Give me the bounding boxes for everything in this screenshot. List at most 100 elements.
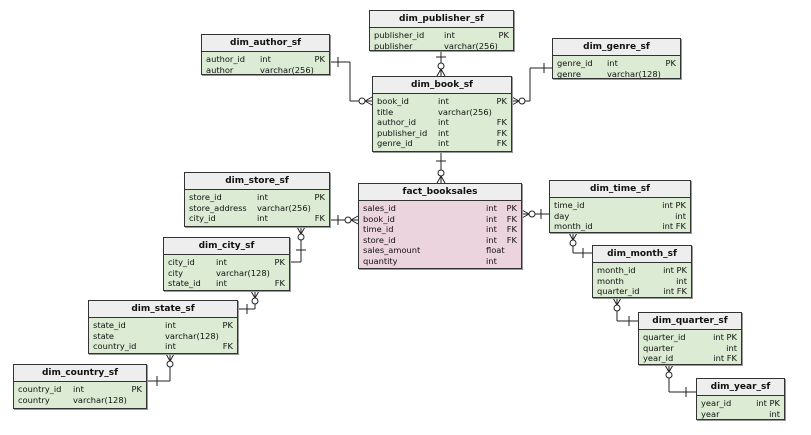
optional-marker xyxy=(251,297,259,305)
column-key: PK xyxy=(498,30,509,40)
many-marker xyxy=(664,364,670,373)
column-name: country xyxy=(18,394,50,405)
many-marker xyxy=(511,100,520,106)
column-type: int xyxy=(216,278,227,288)
column-row: day int xyxy=(554,211,686,222)
table-title: dim_author_sf xyxy=(202,35,329,52)
column-type: int xyxy=(260,54,271,64)
optional-marker xyxy=(569,239,577,247)
column-type: int xyxy=(438,96,449,106)
many-marker xyxy=(165,353,171,362)
table-title: dim_quarter_sf xyxy=(639,313,741,330)
column-type: varchar(256) xyxy=(260,64,314,75)
table-title: dim_city_sf xyxy=(164,238,289,255)
column-name: state xyxy=(93,330,115,341)
column-name: time_id xyxy=(363,224,394,234)
column-type: int xyxy=(438,138,449,148)
table-title: dim_state_sf xyxy=(89,301,237,318)
column-name: sales_amount xyxy=(363,245,421,255)
column-name: city_id xyxy=(168,257,195,267)
column-type: int xyxy=(486,203,497,213)
column-key: FK xyxy=(496,138,507,148)
column-name: author xyxy=(206,64,234,75)
many-marker xyxy=(440,68,446,77)
column-key: PK xyxy=(222,320,233,330)
many-marker xyxy=(436,175,442,184)
column-name: time_id xyxy=(554,200,585,210)
column-name: author_id xyxy=(377,117,417,127)
column-name: store_id xyxy=(189,192,222,202)
column-key: int PK xyxy=(756,398,780,408)
many-marker xyxy=(350,215,359,221)
many-marker xyxy=(612,297,618,306)
column-key: int PK xyxy=(662,200,686,210)
column-name: sales_id xyxy=(363,203,396,213)
many-marker xyxy=(296,226,302,235)
column-row: state varchar(128) xyxy=(93,331,233,342)
column-name: store_id xyxy=(363,234,396,245)
optional-marker xyxy=(665,371,673,379)
column-type: int xyxy=(257,213,268,223)
column-key: FK xyxy=(496,127,507,138)
column-name: day xyxy=(554,210,570,221)
column-key: FK xyxy=(222,341,233,351)
many-marker xyxy=(521,213,530,219)
column-type: varchar(256) xyxy=(438,106,492,117)
column-name: publisher_id xyxy=(374,30,425,40)
table-title: dim_year_sf xyxy=(697,379,784,396)
many-marker xyxy=(169,353,175,362)
column-key: FK xyxy=(496,117,507,127)
column-name: city_id xyxy=(189,213,216,223)
optional-marker xyxy=(518,97,526,105)
column-name: month xyxy=(597,275,624,286)
column-type: int xyxy=(216,257,227,267)
column-type: int xyxy=(444,30,455,40)
column-name: quarter xyxy=(643,342,674,353)
table-title: dim_publisher_sf xyxy=(370,11,513,28)
column-type: int xyxy=(486,213,497,224)
column-type: int xyxy=(257,192,268,202)
column-name: book_id xyxy=(377,96,409,106)
column-name: country_id xyxy=(18,384,62,394)
column-key: FK xyxy=(274,278,285,288)
column-type: varchar(128) xyxy=(165,330,219,341)
column-name: genre xyxy=(557,68,581,79)
column-name: year_id xyxy=(643,353,674,363)
column-name: year xyxy=(701,408,720,419)
column-key: PK xyxy=(496,96,507,106)
many-marker xyxy=(250,290,256,299)
column-name: city xyxy=(168,267,184,278)
column-key: int xyxy=(675,210,686,221)
table-title: dim_genre_sf xyxy=(553,39,680,56)
